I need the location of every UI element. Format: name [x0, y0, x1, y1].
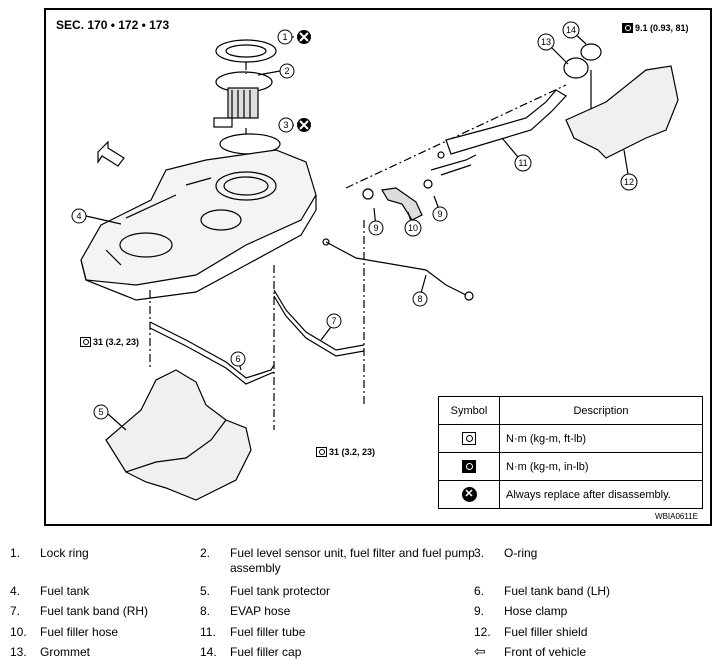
replace-x-icon: ✕	[461, 487, 477, 502]
svg-text:6: 6	[235, 354, 240, 364]
callout-1: 1	[277, 29, 293, 45]
fuel-tank-band-lh-part	[149, 321, 275, 379]
callout-12: 12	[620, 173, 638, 191]
symbol-row: N·m (kg-m, ft-lb)	[438, 424, 703, 453]
callout-4: 4	[71, 208, 87, 224]
fuel-filler-tube-part	[445, 89, 567, 155]
svg-text:9: 9	[437, 209, 442, 219]
svg-text:10: 10	[408, 223, 418, 233]
legend-item: 12.Fuel filler shield	[474, 625, 588, 639]
callout-5: 5	[93, 404, 109, 420]
torque-inlb-icon	[622, 23, 633, 33]
svg-text:4: 4	[76, 211, 81, 221]
callout-7: 7	[326, 313, 342, 329]
section-label: SEC. 170 • 172 • 173	[56, 18, 170, 32]
evap-hose-part	[325, 241, 467, 296]
front-arrow-icon: ⇦	[474, 643, 486, 659]
legend-item: 10.Fuel filler hose	[10, 625, 119, 639]
legend-item: 14.Fuel filler cap	[200, 645, 302, 659]
lock-ring-part	[215, 39, 277, 63]
svg-text:9: 9	[373, 223, 378, 233]
legend-item: 13.Grommet	[10, 645, 91, 659]
legend-item: 5.Fuel tank protector	[200, 584, 331, 598]
legend-item: 2.Fuel level sensor unit, fuel filter an…	[200, 546, 475, 575]
legend-item: 7.Fuel tank band (RH)	[10, 604, 149, 618]
description-header: Description	[499, 396, 703, 425]
fuel-filler-shield-part	[565, 65, 679, 159]
svg-text:7: 7	[331, 316, 336, 326]
symbol-table: Symbol Description N·m (kg-m, ft-lb) N·m…	[438, 396, 703, 509]
callout-14: 14	[562, 21, 580, 39]
fuel-tank-protector-part	[105, 369, 252, 501]
fuel-tank-part	[80, 149, 317, 301]
svg-text:11: 11	[518, 158, 527, 168]
svg-text:2: 2	[284, 66, 289, 76]
legend-item: 3.O-ring	[474, 546, 538, 560]
fuel-pump-assembly-part	[213, 71, 273, 128]
callout-9-left: 9	[368, 220, 384, 236]
legend-item: 6.Fuel tank band (LH)	[474, 584, 611, 598]
legend-item: 11.Fuel filler tube	[200, 625, 306, 639]
svg-text:5: 5	[98, 407, 103, 417]
legend-item: ⇦Front of vehicle	[474, 643, 587, 659]
torque-icon	[462, 432, 476, 445]
legend-item: 9.Hose clamp	[474, 604, 568, 618]
torque-icon	[316, 447, 327, 457]
torque-icon	[80, 337, 91, 347]
diagram-frame: SEC. 170 • 172 • 173	[44, 8, 712, 526]
symbol-row: N·m (kg-m, in-lb)	[438, 452, 703, 481]
legend-item: 4.Fuel tank	[10, 584, 90, 598]
callout-9-right: 9	[432, 206, 448, 222]
front-arrow-icon	[97, 140, 125, 167]
fuel-tank-band-rh-part	[273, 289, 365, 351]
legend-item: 8.EVAP hose	[200, 604, 291, 618]
svg-text:3: 3	[283, 120, 288, 130]
fuel-filler-cap-part	[580, 43, 602, 61]
fuel-filler-hose-part	[381, 187, 423, 221]
svg-text:1: 1	[282, 32, 287, 42]
callout-11: 11	[514, 154, 532, 172]
torque-label-band-left: 31 (3.2, 23)	[80, 337, 139, 347]
callout-6: 6	[230, 351, 246, 367]
callout-3: 3	[278, 117, 294, 133]
callout-8: 8	[412, 291, 428, 307]
svg-text:8: 8	[417, 294, 422, 304]
callout-2: 2	[279, 63, 295, 79]
parts-legend: 1.Lock ring 2.Fuel level sensor unit, fu…	[0, 536, 719, 666]
legend-item: 1.Lock ring	[10, 546, 89, 560]
torque-label-cap: 9.1 (0.93, 81)	[622, 23, 689, 33]
svg-text:13: 13	[541, 37, 551, 47]
torque-label-band-bottom: 31 (3.2, 23)	[316, 447, 375, 457]
svg-text:14: 14	[566, 25, 576, 35]
callout-10: 10	[404, 219, 422, 237]
figure-code: WBIA0611E	[655, 512, 698, 521]
replace-x-icon	[297, 30, 311, 44]
symbol-header: Symbol	[438, 396, 500, 425]
symbol-row: ✕ Always replace after disassembly.	[438, 480, 703, 509]
torque-inlb-icon	[462, 460, 476, 473]
svg-text:12: 12	[624, 177, 634, 187]
replace-x-icon	[297, 118, 311, 132]
callout-13: 13	[537, 33, 555, 51]
grommet-part	[563, 57, 589, 79]
fuel-system-diagram: 1 2 3 4 5 6 7 8 9 9 10 11 12 13 14	[71, 21, 679, 501]
